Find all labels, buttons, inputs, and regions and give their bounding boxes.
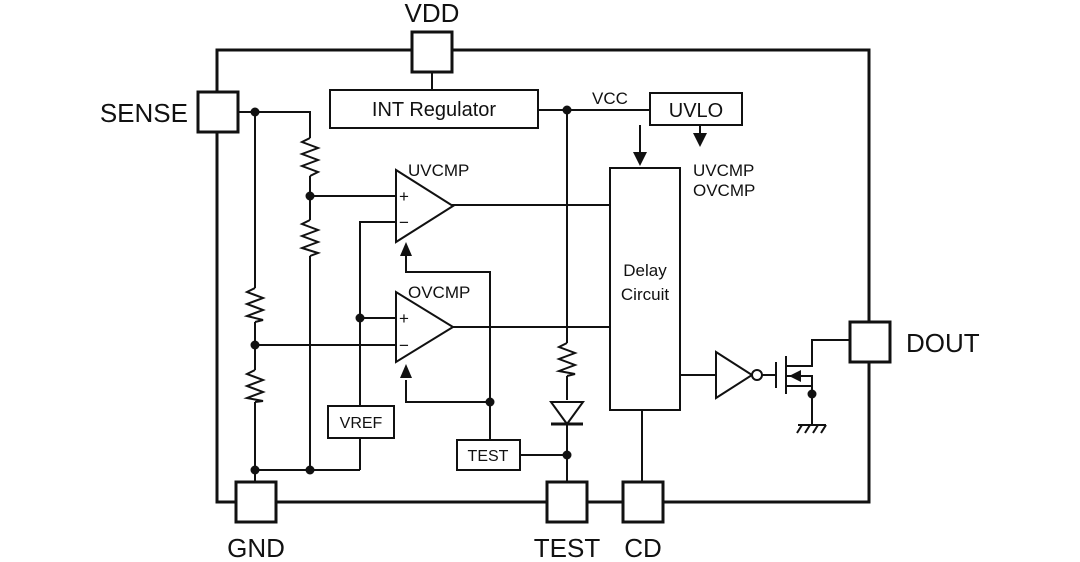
ovcmp-minus: − [399,336,409,355]
uvcmp-comparator [395,168,455,244]
uvcmp-plus: + [399,187,409,206]
resistor-r3 [243,287,266,323]
test-pin [545,480,589,524]
delay-label-line1: Delay [623,261,667,280]
cd-pin [621,480,665,524]
int-regulator-block [329,89,539,129]
dout-pin-label: DOUT [906,328,980,358]
test-pin-label: TEST [534,533,601,562]
cd-pin-label: CD [624,533,662,562]
resistor-r2 [298,219,322,257]
test-block-label: TEST [468,448,509,465]
uvlo-output-label-1: UVCMP [693,161,754,180]
resistor-r5 [555,342,578,377]
ovcmp-label: OVCMP [408,283,470,302]
vdd-pin [410,30,454,74]
gnd-pin-label: GND [227,533,285,562]
uvcmp-minus: − [399,213,409,232]
diode [549,401,585,426]
gnd-pin [234,480,278,524]
ovcmp-comparator [395,290,455,364]
sense-pin-label: SENSE [100,98,188,128]
uvlo-label: UVLO [669,100,723,122]
resistors [243,137,578,403]
ovcmp-plus: + [399,309,409,328]
uvlo-output-label-2: OVCMP [693,181,755,200]
resistor-r4 [243,369,266,403]
arrow-heads [400,133,707,378]
vref-label: VREF [340,415,383,432]
uvcmp-label: UVCMP [408,161,469,180]
test-block [456,439,521,471]
uvlo-block [649,92,743,126]
delay-circuit-block [609,167,681,411]
ic-outline [215,48,871,504]
vcc-label: VCC [592,89,628,108]
mosfet-arrow [789,370,801,382]
vdd-pin-label: VDD [405,0,460,28]
delay-label-line2: Circuit [621,285,669,304]
inverter [715,350,776,400]
resistor-r1 [299,137,321,177]
junction-dots [250,105,817,475]
dout-pin [848,320,892,364]
vref-block [327,405,395,439]
int-regulator-label: INT Regulator [372,99,496,121]
sense-pin [196,90,240,134]
